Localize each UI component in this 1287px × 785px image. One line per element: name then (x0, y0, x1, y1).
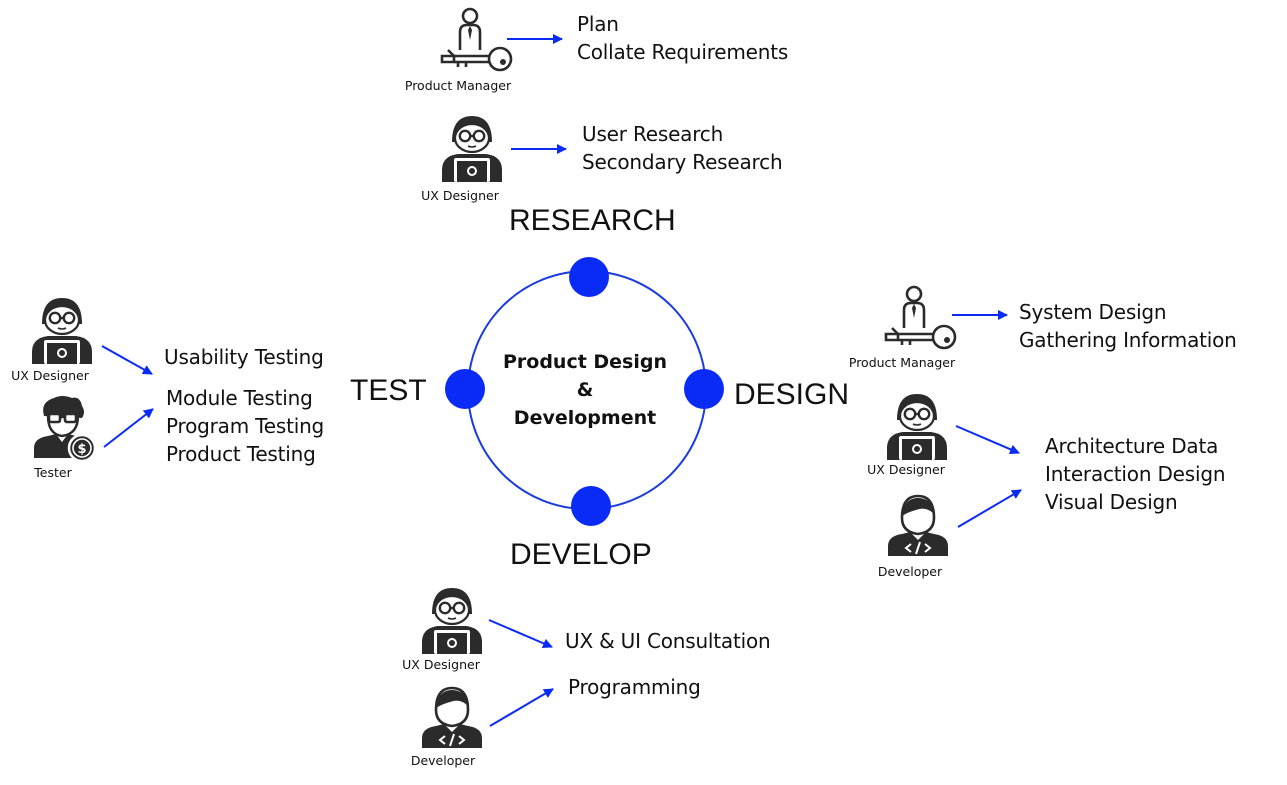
develop-dev-role: Developer (410, 753, 476, 768)
test-tester-tasks: Module Testing Program Testing Product T… (166, 384, 324, 468)
center-title-line2: & (576, 379, 594, 401)
task-item: Gathering Information (1019, 328, 1237, 352)
design-dev-role: Developer (877, 564, 943, 579)
arrow-test-tester (103, 408, 154, 448)
research-node (569, 257, 609, 297)
arrow-develop-dev (489, 688, 554, 727)
task-item: Plan (577, 12, 619, 36)
design-shared-tasks: Architecture Data Interaction Design Vis… (1045, 432, 1226, 516)
task-item: System Design (1019, 300, 1167, 324)
research-ux-role: UX Designer (421, 188, 499, 203)
tester-icon (32, 394, 97, 463)
phase-develop-label: DEVELOP (510, 538, 652, 571)
develop-ux-role: UX Designer (402, 657, 480, 672)
center-title-line1: Product Design (502, 351, 668, 373)
ux-designer-icon (420, 586, 484, 656)
center-title-line3: Development (513, 407, 657, 429)
task-item: Product Testing (166, 442, 316, 466)
task-item: Interaction Design (1045, 462, 1226, 486)
develop-node (571, 486, 611, 526)
research-ux-tasks: User Research Secondary Research (582, 120, 783, 176)
task-item: User Research (582, 122, 724, 146)
task-item: Program Testing (166, 414, 325, 438)
task-item: Secondary Research (582, 150, 783, 174)
center-title: Product Design & Development (485, 348, 685, 432)
develop-ux-task: UX & UI Consultation (565, 629, 771, 653)
arrow-develop-ux (488, 619, 553, 649)
ux-designer-icon (440, 114, 504, 184)
developer-icon (886, 494, 950, 558)
arrow-test-ux (101, 345, 153, 375)
test-node (445, 369, 485, 409)
developer-icon (420, 686, 484, 750)
research-pm-role: Product Manager (404, 78, 512, 93)
ux-designer-icon (885, 392, 949, 462)
product-manager-icon (884, 285, 957, 350)
arrow-design-dev (957, 489, 1022, 528)
design-node (684, 369, 724, 409)
test-ux-task: Usability Testing (164, 345, 324, 369)
arrow-design-ux (955, 425, 1020, 455)
ux-designer-icon (30, 296, 94, 366)
research-pm-tasks: Plan Collate Requirements (577, 10, 788, 66)
phase-research-label: RESEARCH (509, 204, 676, 237)
product-manager-icon (440, 7, 513, 72)
phase-design-label: DESIGN (734, 378, 850, 411)
test-tester-role: Tester (34, 465, 72, 480)
design-pm-role: Product Manager (848, 355, 956, 370)
task-item: Visual Design (1045, 490, 1178, 514)
task-item: Collate Requirements (577, 40, 789, 64)
task-item: Architecture Data (1045, 434, 1219, 458)
design-pm-tasks: System Design Gathering Information (1019, 298, 1237, 354)
task-item: Module Testing (166, 386, 313, 410)
test-ux-role: UX Designer (11, 368, 89, 383)
develop-dev-task: Programming (568, 675, 701, 699)
phase-test-label: TEST (350, 374, 427, 407)
design-ux-role: UX Designer (867, 462, 945, 477)
